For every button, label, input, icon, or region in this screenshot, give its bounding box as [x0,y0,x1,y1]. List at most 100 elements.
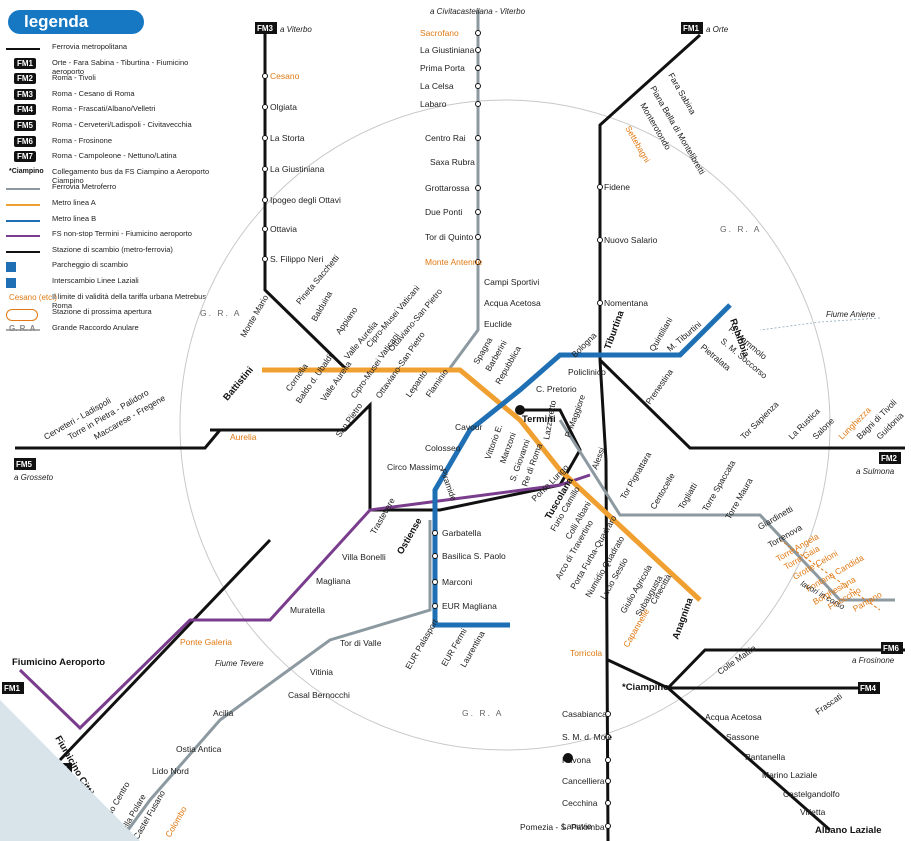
legend-badge: FM4 [14,104,36,116]
station-dot [605,800,611,806]
station-dot [262,197,268,203]
legend-text: Roma - Cerveteri/Ladispoli - Civitavecch… [52,120,192,129]
legend-text: Collegamento bus da FS Ciampino a Aeropo… [52,166,210,185]
station-dot [262,135,268,141]
badge-fm1-sw: FM1 [2,682,24,694]
terminal-albano: Albano Laziale [815,825,882,836]
station-label: Acqua Acetosa [484,298,541,308]
legend-badge: FM7 [14,151,36,163]
station-label: Centro Rai [425,133,466,143]
legend-item: Interscambio Linee Laziali [6,276,206,290]
station-label: La Giustiniana [420,45,475,55]
legend-symbol [6,278,16,288]
legend-symbol [6,235,40,238]
station-label: Frascati [813,691,844,717]
station-label: S. M. d. Mole [562,732,612,742]
station-label: Sassone [726,732,759,742]
legend-text: FS non-stop Termini - Fiumicino aeroport… [52,229,192,239]
legend-text: Metro linea B [52,213,97,223]
station-dot [475,65,481,71]
station-label: Prima Porta [420,63,465,73]
badge-fm3: FM3 [255,22,277,34]
legend-symbol [6,309,38,322]
legend-text: Roma - Cesano di Roma [52,88,135,98]
legend-badge: FM6 [14,135,36,147]
line-fm5 [15,429,222,450]
legend-item: *Ciampino Collegamento bus da FS Ciampino… [6,167,209,185]
station-label: Ottavia [270,224,297,234]
line-fs-nonstop [18,473,591,731]
line-opening-east [779,539,881,611]
station-dot [475,135,481,141]
line-metro-b [432,303,732,628]
terminal-tiburtina: Tiburtina [602,309,626,351]
station-label: Acqua Acetosa [705,712,762,722]
station-label: Marconi [442,577,472,587]
badge-fm4: FM4 [858,682,880,694]
dest-orte: a Orte [706,25,729,34]
line-fm2 [598,358,905,450]
terminal-ciampino: *Ciampino [622,682,669,693]
station-label: Euclide [484,319,512,329]
station-label: Lido Nord [152,766,189,776]
station-label: Policlinico [568,367,606,377]
station-label: Trastevere [368,496,397,536]
station-dot [475,101,481,107]
station-label: La Giustiniana [270,164,325,174]
station-label: Pomezia - S. Palomba [520,822,605,832]
svg-text:FM3: FM3 [257,24,274,33]
legend-item: Stazione di scambio (metro-ferrovia) [6,245,206,259]
station-label: Casabianca [562,709,607,719]
legend-badge: *Ciampino [9,167,44,175]
legend-badge: FM2 [14,73,36,85]
svg-text:FM1: FM1 [683,24,700,33]
legend-badge: Cesano (etc.) [9,292,58,302]
station-label: Cancelliera [562,776,605,786]
station-label: Tor Pignattara [618,450,653,501]
station-label: Aurelia [230,432,257,442]
station-label: Circo Massimo [387,462,443,472]
legend-text: Ferrovia Metroferro [52,182,117,192]
legend-item: FS non-stop Termini - Fiumicino aeroport… [6,229,206,243]
station-label: Settebagni [623,124,652,164]
station-label: Pavona [562,755,591,765]
station-label: Garbatella [442,528,481,538]
corner-decoration [0,700,140,841]
station-dot [262,226,268,232]
black-dot [563,753,573,763]
terminal-termini: Termini [522,414,556,425]
terminal-battistini: Battistini [221,365,256,403]
legend-text: Ferrovia metropolitana [52,42,128,51]
legend-symbol [6,328,40,331]
station-label: Magliana [316,576,351,586]
station-label: Ponte Galeria [180,637,232,647]
station-label: Tor di Valle [340,638,382,648]
station-label: Muratella [290,605,325,615]
station-label: Casal Bernocchi [288,690,350,700]
station-label: Piramide [438,467,459,502]
station-label: Cesano [270,71,300,81]
legend-item: Metro linea B [6,214,206,228]
legend-title: legenda [24,12,89,31]
station-label: Villetta [800,807,826,817]
station-dot [475,47,481,53]
station-label: Olgiata [270,102,297,112]
terminal-ostiense: Ostiense [395,516,425,556]
line-metroferro-lido [118,520,432,841]
station-dot [262,256,268,262]
station-label: Campi Sportivi [484,277,539,287]
station-label: Torricola [570,648,602,658]
svg-text:FM4: FM4 [860,684,877,693]
gra-label-s: G. R. A [462,708,503,718]
legend-text: Il limite di validità della tariffa urba… [52,291,207,310]
station-label: Cavour [455,422,483,432]
station-label: Centocelle [648,471,677,511]
dest-grosseto: a Grosseto [14,473,54,482]
